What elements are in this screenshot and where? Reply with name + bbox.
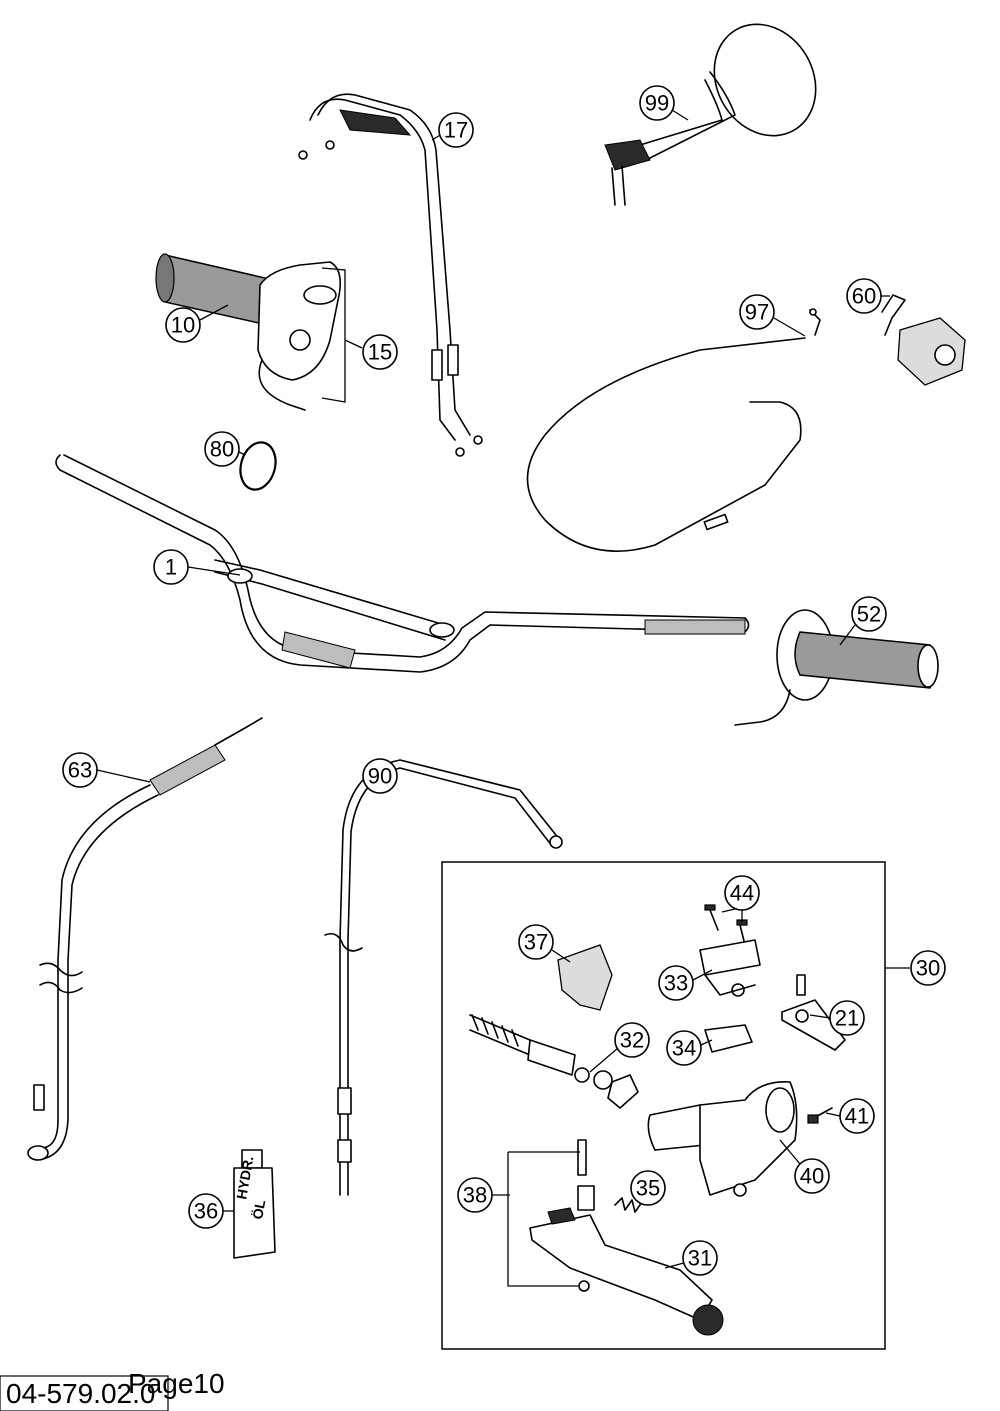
callout-40: 40 [794,1158,830,1194]
mirror [604,23,817,206]
bottle-label-line-2: ÖL [249,1198,268,1220]
svg-text:44: 44 [730,881,754,906]
svg-text:40: 40 [800,1164,824,1189]
master-cylinder-box [441,861,910,1350]
svg-text:1: 1 [165,555,177,580]
throttle-grip [155,253,363,411]
svg-text:10: 10 [171,313,195,338]
drawing-number-box [0,1375,169,1411]
callout-36: 36 [188,1193,224,1229]
left-grip [734,609,939,726]
callout-32: 32 [614,1022,650,1058]
hydraulic-line [27,717,263,1161]
choke-cable [526,308,821,552]
svg-text:38: 38 [463,1183,487,1208]
callout-97: 97 [739,294,775,330]
hose-clamp [239,441,277,491]
callout-99: 99 [639,85,675,121]
svg-text:34: 34 [672,1036,696,1061]
callout-33: 33 [658,965,694,1001]
svg-text:99: 99 [645,91,669,116]
throttle-cables [298,93,483,457]
clutch-cable [324,759,563,1196]
svg-text:30: 30 [916,956,940,981]
callout-15: 15 [362,334,398,370]
callout-34: 34 [666,1030,702,1066]
callout-31: 31 [682,1240,718,1276]
callout-90: 90 [362,758,398,794]
callout-35: 35 [630,1170,666,1206]
callout-1: 1 [153,549,189,585]
handlebar [55,454,750,673]
svg-text:33: 33 [664,971,688,996]
svg-text:41: 41 [845,1104,869,1129]
svg-text:63: 63 [68,758,92,783]
svg-text:37: 37 [524,930,548,955]
kill-switch [881,294,966,386]
oil-bottle: HYDR. ÖL [233,1149,276,1259]
callout-52: 52 [851,596,887,632]
callout-17: 17 [438,112,474,148]
svg-text:60: 60 [852,284,876,309]
callout-38: 38 [457,1177,493,1213]
svg-text:32: 32 [620,1028,644,1053]
svg-text:15: 15 [368,340,392,365]
callout-44: 44 [724,875,760,911]
svg-text:17: 17 [444,118,468,143]
callout-80: 80 [204,431,240,467]
callout-30: 30 [910,950,946,986]
svg-text:52: 52 [857,602,881,627]
callout-63: 63 [62,752,98,788]
page-label: Page10 [128,1368,225,1399]
callout-10: 10 [165,307,201,343]
callout-37: 37 [518,924,554,960]
svg-text:21: 21 [835,1006,859,1031]
bottle-label-line-1: HYDR. [233,1155,256,1201]
svg-text:80: 80 [210,437,234,462]
svg-text:35: 35 [636,1176,660,1201]
svg-text:90: 90 [368,764,392,789]
callout-60: 60 [846,278,882,314]
svg-text:97: 97 [745,300,769,325]
callout-21: 21 [829,1000,865,1036]
svg-text:36: 36 [194,1199,218,1224]
callout-41: 41 [839,1098,875,1134]
drawing-number: 04-579.02.0 [6,1378,155,1409]
svg-text:31: 31 [688,1246,712,1271]
